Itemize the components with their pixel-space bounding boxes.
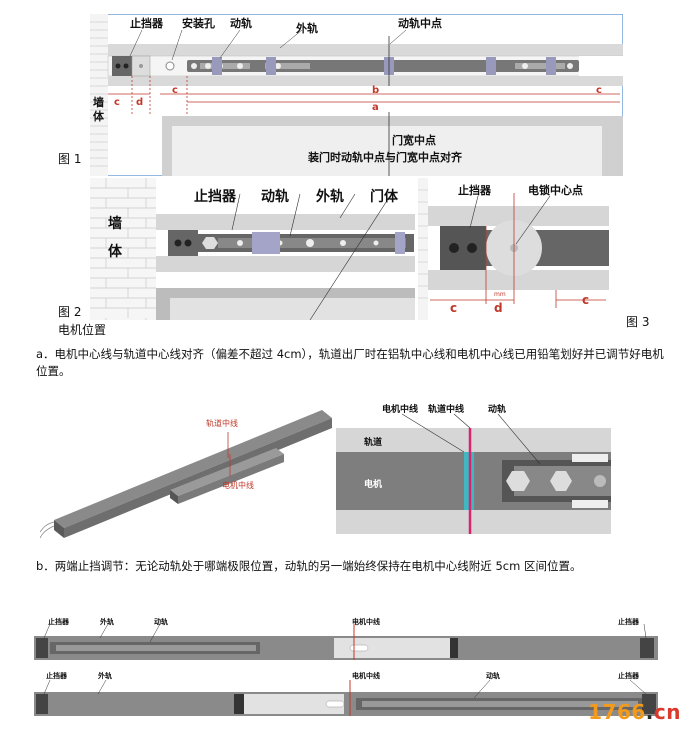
wall-label-1: 墙 <box>93 95 104 109</box>
fig5t-stopper-left-label: 止挡器 <box>48 617 70 626</box>
watermark-cn: cn <box>653 700 681 724</box>
fig1-moving-center-label: 动轨中点 <box>398 16 442 30</box>
figure-3-drawing: c d mm c 止挡器 电锁中心点 <box>418 178 609 320</box>
fig3-lock-center-label: 电锁中心点 <box>528 183 583 197</box>
fig5b-motor-center-label: 电机中线 <box>352 671 380 680</box>
fig2-caption: 图 2 <box>58 305 82 319</box>
stopper <box>168 230 198 256</box>
dim-d: d <box>136 97 143 108</box>
fig1-mount-hole-label: 安装孔 <box>182 16 215 30</box>
fig1-moving-rail-label: 动轨 <box>230 16 252 30</box>
stopper-right <box>640 638 654 658</box>
stopper <box>112 56 132 76</box>
fig4r-motor-center-label: 电机中线 <box>382 403 418 415</box>
figure-1-drawing: c d c b a c 墙 体 止挡器 安装孔 动轨 外轨 动轨中点 门宽中点 … <box>89 13 624 177</box>
fig2-stopper-label: 止挡器 <box>194 188 237 205</box>
figure-4-right: 电机中线 轨道中线 动轨 轨道 电机 <box>336 398 611 534</box>
fig4-track-center-label: 轨道中线 <box>206 418 238 428</box>
paragraph-b: b．两端止挡调节：无论动轨处于哪端极限位置，动轨的另一端始终保持在电机中心线附近… <box>36 559 582 573</box>
fig1-align-note: 装门时动轨中点与门宽中点对齐 <box>307 150 463 164</box>
mount-hole <box>165 61 175 71</box>
figure-5-top-drawing: 止挡器 外轨 动轨 电机中线 止挡器 <box>34 617 658 660</box>
figure-2-drawing: 墙 体 止挡器 动轨 外轨 门体 <box>90 178 415 321</box>
fig2-subcaption: 电机位置 <box>58 323 107 337</box>
figure-1: c d c b a c 墙 体 止挡器 安装孔 动轨 外轨 动轨中点 门宽中点 … <box>89 13 624 177</box>
fig1-stopper-label: 止挡器 <box>130 16 164 30</box>
fig3-caption: 图 3 <box>626 315 650 329</box>
figure-5-bottom: 止挡器 外轨 电机中线 动轨 止挡器 <box>34 668 658 718</box>
figure-4-left: 轨道中线 电机中线 <box>39 392 340 542</box>
fig3-stopper-label: 止挡器 <box>458 183 492 197</box>
fig4-motor-center-label: 电机中线 <box>222 480 254 490</box>
dim-c-left: c <box>114 97 120 108</box>
stopper <box>440 226 486 270</box>
wall-label-2: 体 <box>93 109 105 123</box>
fig5b-moving-rail-label: 动轨 <box>486 671 500 680</box>
brick-wall <box>90 178 156 320</box>
figure-5-bottom-drawing: 止挡器 外轨 电机中线 动轨 止挡器 <box>34 671 658 716</box>
figure-2: 墙 体 止挡器 动轨 外轨 门体 <box>90 178 415 321</box>
fig1-caption: 图 1 <box>58 152 82 166</box>
fig2-wall-label-2: 体 <box>108 243 123 260</box>
dim-c-mid: c <box>172 85 178 96</box>
fig3-dim-c-right: c <box>582 293 589 307</box>
fig4r-motor-label: 电机 <box>364 478 382 490</box>
fig1-door-center-label: 门宽中点 <box>392 133 436 147</box>
figure-3: c d mm c 止挡器 电锁中心点 <box>418 178 609 320</box>
dim-c-right: c <box>596 85 602 96</box>
watermark-number: 1766 <box>588 700 646 724</box>
fig3-mm-label: mm <box>494 291 506 298</box>
dim-b: b <box>372 85 379 96</box>
fig3-dim-c-left: c <box>450 301 457 315</box>
fig2-door-label: 门体 <box>370 188 399 205</box>
fig2-moving-rail-label: 动轨 <box>261 188 289 205</box>
stopper-right <box>642 694 656 714</box>
fig5b-outer-rail-label: 外轨 <box>98 671 112 680</box>
outer-rail-top <box>108 44 623 56</box>
fig3-dim-d: d <box>494 301 503 315</box>
stopper-left <box>36 694 48 714</box>
stopper-left <box>36 638 48 658</box>
fig4r-track-center-label: 轨道中线 <box>428 403 464 415</box>
fig2-outer-rail-label: 外轨 <box>316 188 344 205</box>
fig5t-moving-rail-label: 动轨 <box>154 617 168 626</box>
fig4r-track-label: 轨道 <box>364 436 382 448</box>
fig4r-moving-rail-label: 动轨 <box>488 403 506 415</box>
dim-a: a <box>372 102 379 113</box>
fig5b-stopper-left-label: 止挡器 <box>46 671 68 680</box>
fig5t-outer-rail-label: 外轨 <box>100 617 114 626</box>
figure-4-right-drawing: 电机中线 轨道中线 动轨 轨道 电机 <box>336 403 611 534</box>
watermark-dot: . <box>645 700 654 724</box>
figure-4-left-drawing: 轨道中线 电机中线 <box>39 410 332 539</box>
paragraph-a: a．电机中心线与轨道中心线对齐（偏差不超过 4cm），轨道出厂时在铝轨中心线和电… <box>36 347 664 378</box>
watermark-1766: 1766.cn <box>588 700 681 724</box>
fig2-wall-label-1: 墙 <box>108 215 122 232</box>
fig1-outer-rail-label: 外轨 <box>295 21 318 35</box>
brick-wall <box>90 14 108 176</box>
fig5t-motor-center-label: 电机中线 <box>352 617 380 626</box>
figure-5-top: 止挡器 外轨 动轨 电机中线 止挡器 <box>34 614 658 664</box>
fig5t-stopper-right-label: 止挡器 <box>618 617 640 626</box>
fig5b-stopper-right-label: 止挡器 <box>618 671 640 680</box>
